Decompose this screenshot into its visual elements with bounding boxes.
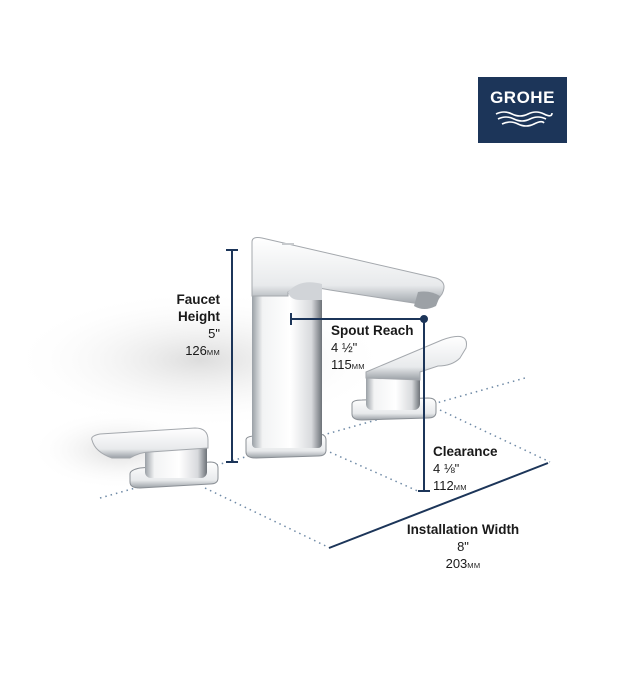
faucet-height-line bbox=[226, 249, 238, 463]
clearance-line bbox=[418, 319, 430, 492]
installation-width-label: Installation Width 8" 203MM bbox=[406, 522, 520, 571]
spout-reach-label: Spout Reach 4 ½" 115MM bbox=[331, 323, 414, 372]
left-handle bbox=[91, 427, 219, 489]
clearance-label: Clearance 4 ⅛" 112MM bbox=[433, 444, 498, 493]
grohe-logo: GROHE bbox=[478, 77, 567, 143]
right-handle bbox=[351, 335, 467, 421]
faucet-height-label: Faucet Height 5" 126MM bbox=[176, 292, 220, 358]
faucet-spout bbox=[245, 237, 445, 459]
installation-width-line bbox=[328, 462, 549, 549]
water-waves-icon bbox=[495, 111, 553, 127]
brand-name: GROHE bbox=[490, 88, 555, 107]
